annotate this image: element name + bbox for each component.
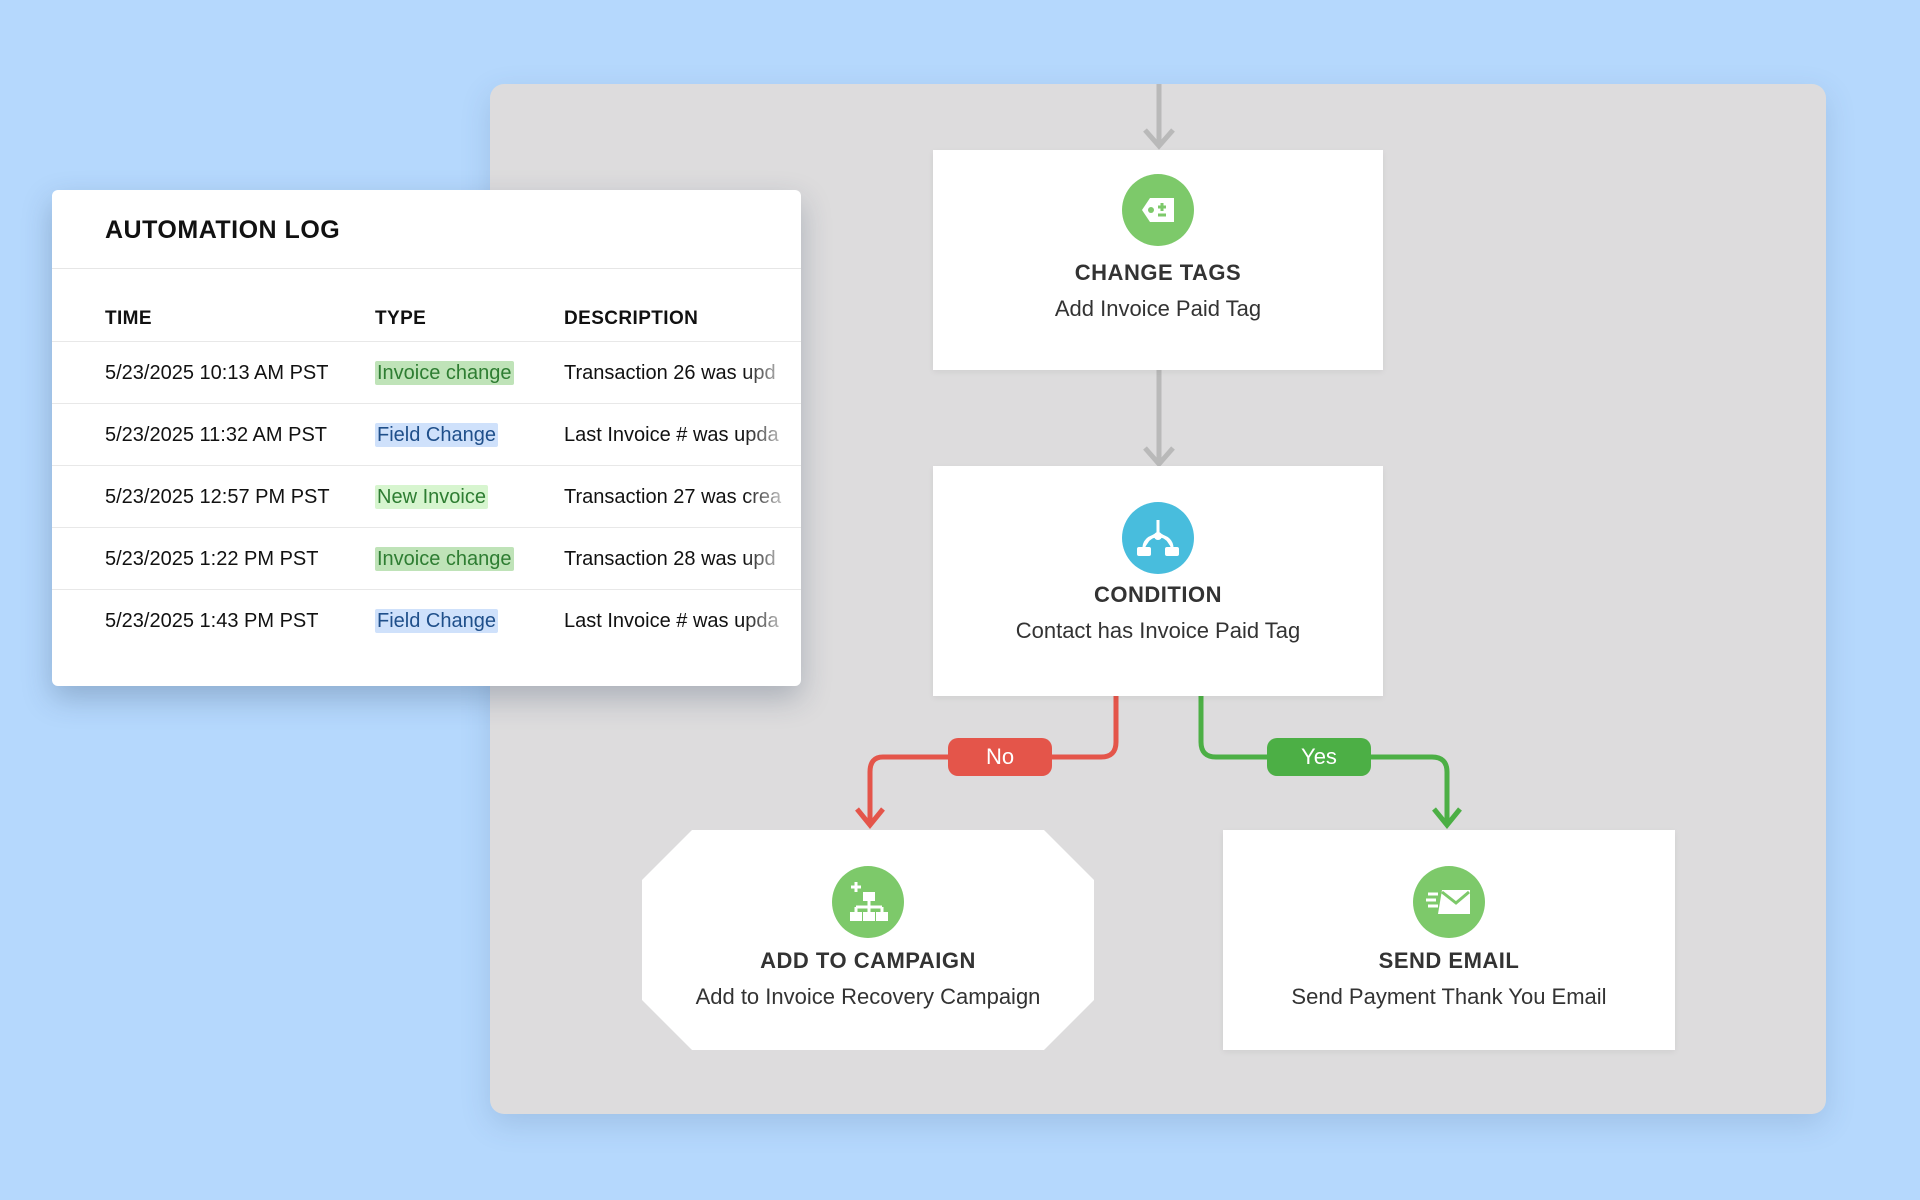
- sitemap-plus-icon: [832, 866, 904, 938]
- no-branch-label[interactable]: No: [948, 738, 1052, 776]
- condition-node[interactable]: CONDITION Contact has Invoice Paid Tag: [933, 466, 1383, 696]
- log-description: Last Invoice # was upda: [564, 424, 779, 446]
- log-title-divider: [52, 268, 801, 269]
- condition-subtitle: Contact has Invoice Paid Tag: [1015, 618, 1301, 643]
- log-time: 5/23/2025 11:32 AM PST: [105, 424, 328, 446]
- log-time: 5/23/2025 1:22 PM PST: [105, 548, 319, 570]
- log-type-badge: Field Change: [375, 423, 498, 447]
- change-tags-node[interactable]: CHANGE TAGS Add Invoice Paid Tag: [933, 150, 1383, 370]
- log-type-badge: Invoice change: [375, 361, 514, 385]
- log-row[interactable]: 5/23/2025 12:57 PM PST New Invoice Trans…: [52, 465, 801, 528]
- no-branch-arrowhead: [855, 807, 885, 829]
- log-description: Transaction 26 was upd: [564, 362, 776, 384]
- send-email-node[interactable]: SEND EMAIL Send Payment Thank You Email: [1223, 830, 1675, 1050]
- tag-icon: [1122, 174, 1194, 246]
- change-tags-title: CHANGE TAGS: [1074, 260, 1242, 285]
- column-header-type[interactable]: TYPE: [375, 308, 427, 329]
- condition-title: CONDITION: [1094, 582, 1222, 607]
- workflow-canvas[interactable]: CHANGE TAGS Add Invoice Paid Tag CONDITI…: [490, 84, 1826, 1114]
- automation-log-panel: AUTOMATION LOG TIME TYPE DESCRIPTION 5/2…: [52, 190, 801, 686]
- entry-arrowhead: [1143, 128, 1175, 150]
- log-description: Last Invoice # was upda: [564, 610, 779, 632]
- add-to-campaign-node[interactable]: ADD TO CAMPAIGN Add to Invoice Recovery …: [642, 830, 1094, 1050]
- tags-to-condition-arrowhead: [1143, 446, 1175, 468]
- log-time: 5/23/2025 1:43 PM PST: [105, 610, 319, 632]
- log-row[interactable]: 5/23/2025 1:43 PM PST Field Change Last …: [52, 589, 801, 652]
- log-description: Transaction 27 was crea: [564, 486, 782, 508]
- change-tags-subtitle: Add Invoice Paid Tag: [1054, 296, 1262, 321]
- send-email-subtitle: Send Payment Thank You Email: [1291, 984, 1607, 1009]
- automation-log-title: AUTOMATION LOG: [105, 216, 341, 244]
- branch-icon: [1122, 502, 1194, 574]
- log-time: 5/23/2025 10:13 AM PST: [105, 362, 329, 384]
- column-header-time[interactable]: TIME: [105, 308, 152, 329]
- log-row[interactable]: 5/23/2025 1:22 PM PST Invoice change Tra…: [52, 527, 801, 590]
- log-time: 5/23/2025 12:57 PM PST: [105, 486, 330, 508]
- log-row[interactable]: 5/23/2025 11:32 AM PST Field Change Last…: [52, 403, 801, 466]
- log-description: Transaction 28 was upd: [564, 548, 776, 570]
- log-row[interactable]: 5/23/2025 10:13 AM PST Invoice change Tr…: [52, 341, 801, 404]
- send-email-title: SEND EMAIL: [1378, 948, 1520, 973]
- log-type-badge: Invoice change: [375, 547, 514, 571]
- envelope-icon: [1413, 866, 1485, 938]
- yes-branch-label[interactable]: Yes: [1267, 738, 1371, 776]
- add-to-campaign-title: ADD TO CAMPAIGN: [760, 948, 976, 973]
- yes-branch-arrowhead: [1432, 807, 1462, 829]
- add-to-campaign-subtitle: Add to Invoice Recovery Campaign: [695, 984, 1041, 1009]
- log-type-badge: New Invoice: [375, 485, 488, 509]
- column-header-description[interactable]: DESCRIPTION: [564, 308, 699, 329]
- log-type-badge: Field Change: [375, 609, 498, 633]
